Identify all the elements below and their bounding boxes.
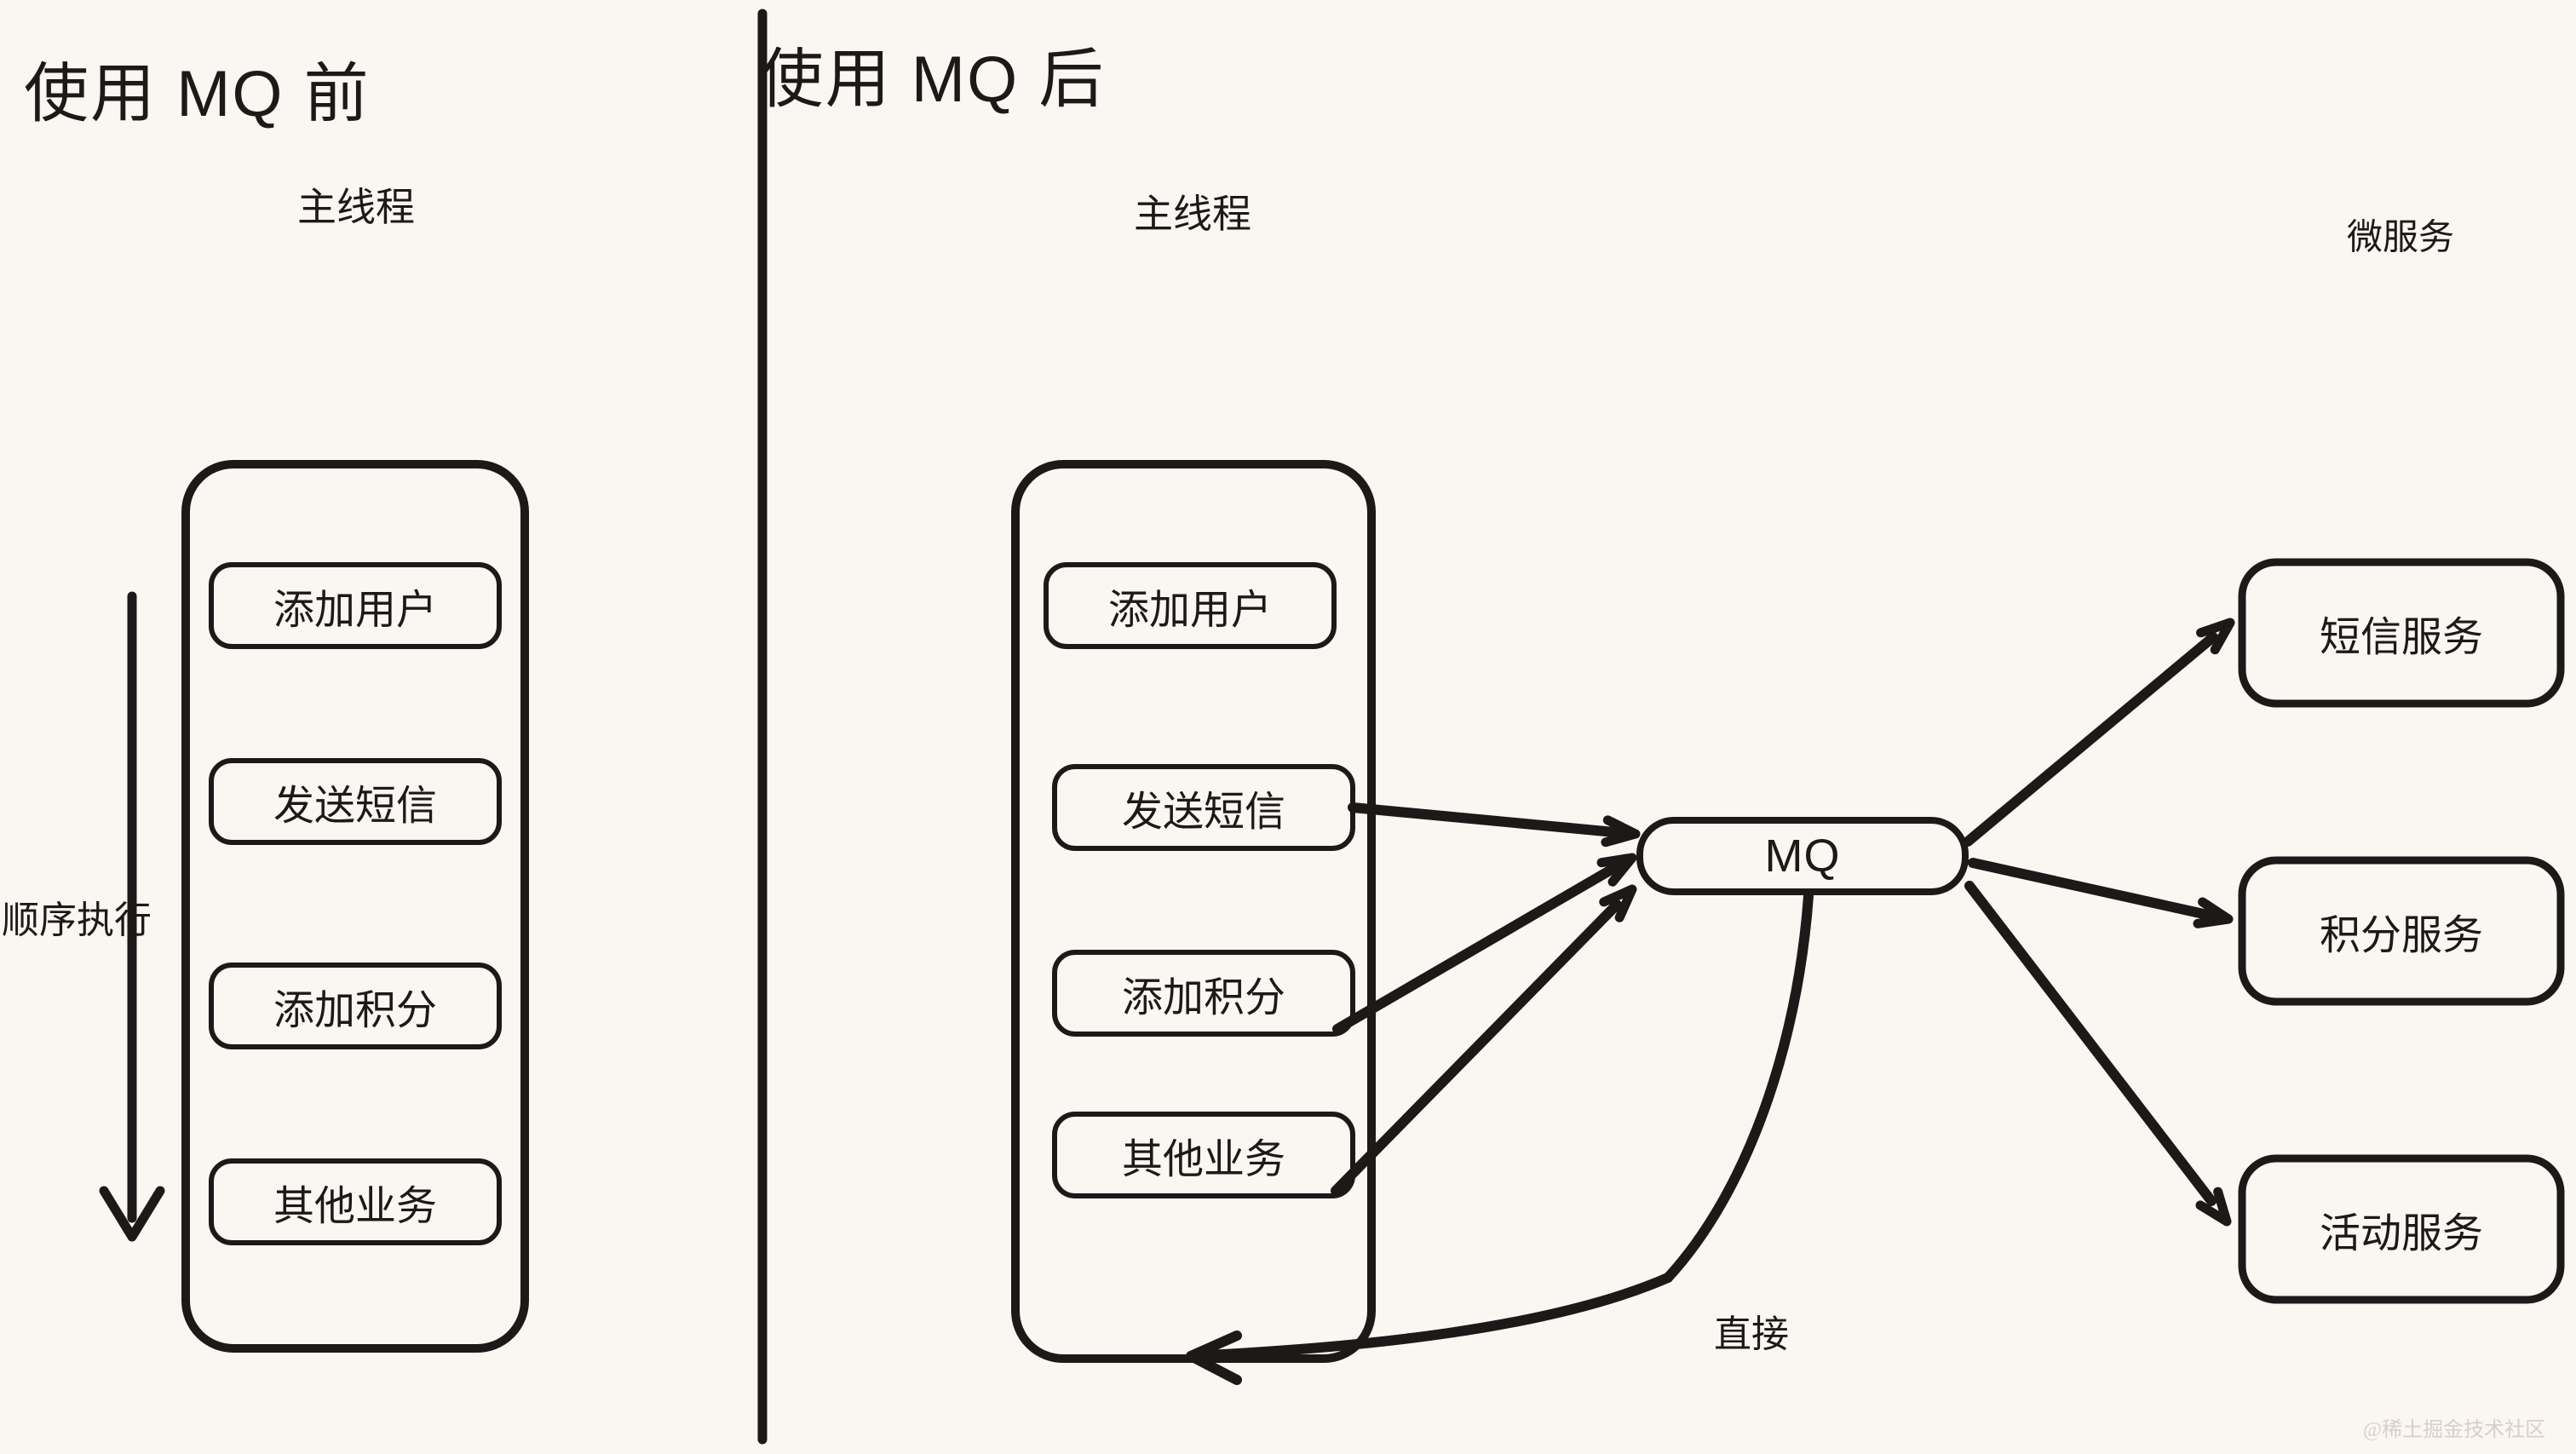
right-step-label-4: 其他业务 (1121, 1137, 1286, 1182)
arrow-direct-return (1186, 891, 1814, 1385)
right-step-label-3: 添加积分 (1121, 975, 1286, 1020)
arrow-points-to-mq (1332, 848, 1638, 1034)
arrow-mq-to-activity (1964, 881, 2235, 1228)
arrow-other-to-mq (1331, 882, 1640, 1196)
right-thread-label: 主线程 (1134, 192, 1251, 236)
arrow-mq-to-sms (1963, 614, 2237, 847)
sequential-flow-arrow (99, 591, 165, 1242)
mq-broker-label: MQ (1764, 830, 1841, 882)
right-step-label-1: 添加用户 (1107, 588, 1273, 633)
mq-broker-box (1636, 817, 1969, 895)
left-main-thread-container (181, 460, 529, 1353)
right-step-label-2: 发送短信 (1121, 790, 1286, 835)
left-step-label-1: 添加用户 (273, 588, 438, 633)
microservices-label: 微服务 (2346, 216, 2455, 257)
left-step-box-3 (209, 963, 502, 1049)
service-box-activity (2238, 1154, 2565, 1304)
right-step-box-3 (1052, 950, 1355, 1037)
left-step-box-4 (209, 1158, 502, 1245)
service-label-sms: 短信服务 (2319, 615, 2484, 660)
left-step-label-2: 发送短信 (273, 784, 438, 829)
service-box-sms (2238, 558, 2565, 708)
left-thread-label: 主线程 (297, 185, 415, 229)
right-panel-title: 使用 MQ 后 (758, 43, 1106, 116)
left-step-box-1 (209, 562, 502, 649)
right-step-box-4 (1052, 1112, 1355, 1198)
arrow-mq-to-points (1968, 858, 2231, 930)
service-label-points: 积分服务 (2319, 913, 2484, 958)
service-box-points (2238, 856, 2565, 1006)
right-step-box-1 (1044, 562, 1337, 649)
left-panel-title: 使用 MQ 前 (24, 58, 371, 130)
left-step-label-3: 添加积分 (273, 988, 438, 1033)
arrow-sms-to-mq (1348, 802, 1636, 845)
left-step-box-2 (209, 758, 502, 845)
service-label-activity: 活动服务 (2319, 1211, 2484, 1256)
left-flow-label: 顺序执行 (2, 899, 152, 941)
direct-return-label: 直接 (1714, 1313, 1789, 1355)
watermark: @稀土掘金技术社区 (2363, 1419, 2546, 1441)
left-step-label-4: 其他业务 (273, 1184, 438, 1229)
